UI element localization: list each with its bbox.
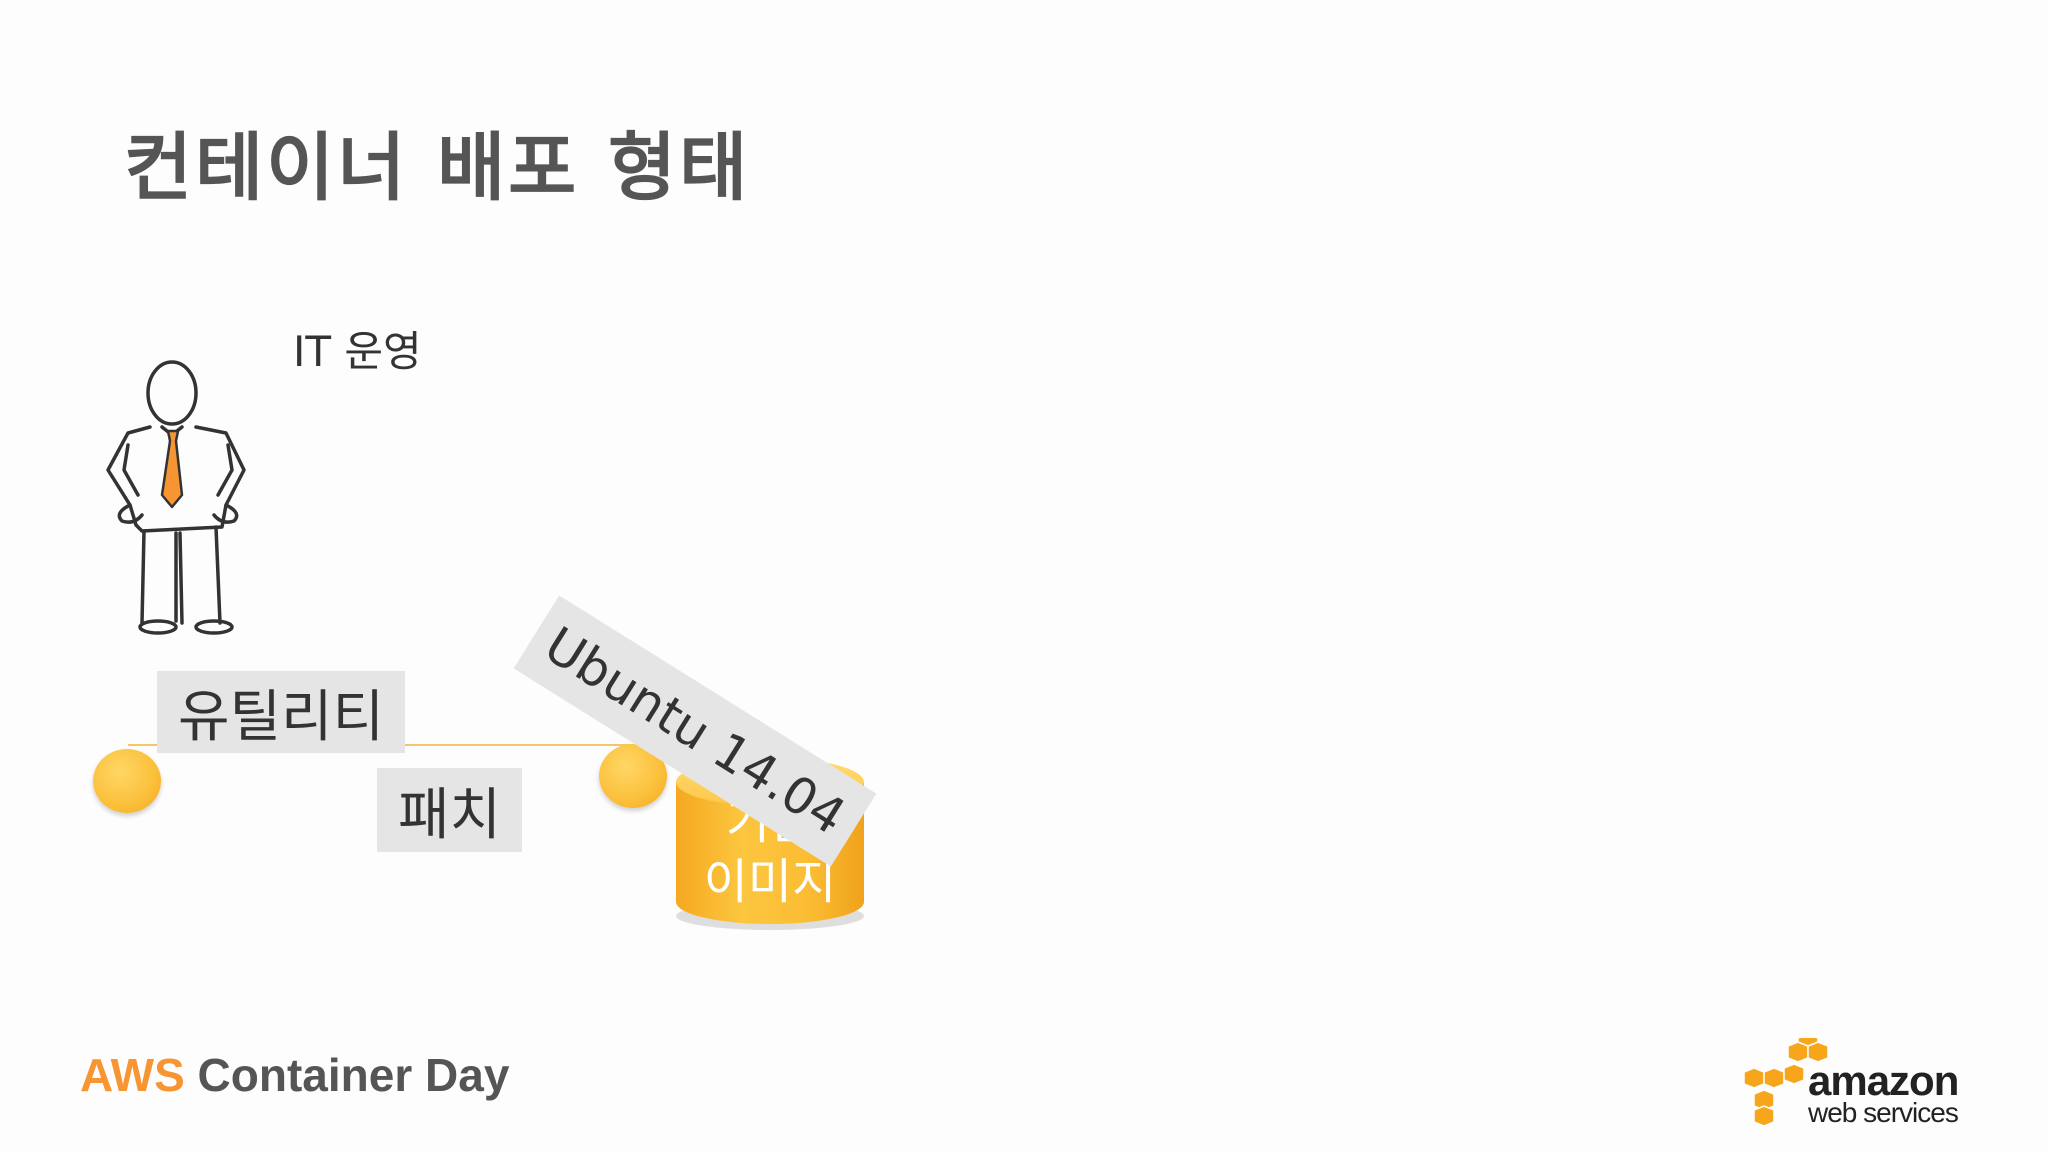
- event-brand: AWS Container Day: [80, 1048, 509, 1102]
- aws-cubes-icon: [1743, 1038, 1829, 1127]
- patch-label: 패치: [377, 768, 522, 852]
- stick-figure-icon: [106, 360, 246, 635]
- logo-wordmark: amazon: [1808, 1057, 1959, 1104]
- brand-rest: Container Day: [184, 1049, 510, 1101]
- utility-node: [93, 749, 161, 813]
- role-label: IT 운영: [293, 327, 422, 376]
- utility-label: 유틸리티: [157, 671, 405, 753]
- base-image-line2: 이미지: [703, 854, 837, 910]
- brand-highlight: AWS: [80, 1049, 185, 1101]
- page-title: 컨테이너 배포 형태: [124, 125, 751, 211]
- logo-subtext: web services: [1808, 1097, 1959, 1128]
